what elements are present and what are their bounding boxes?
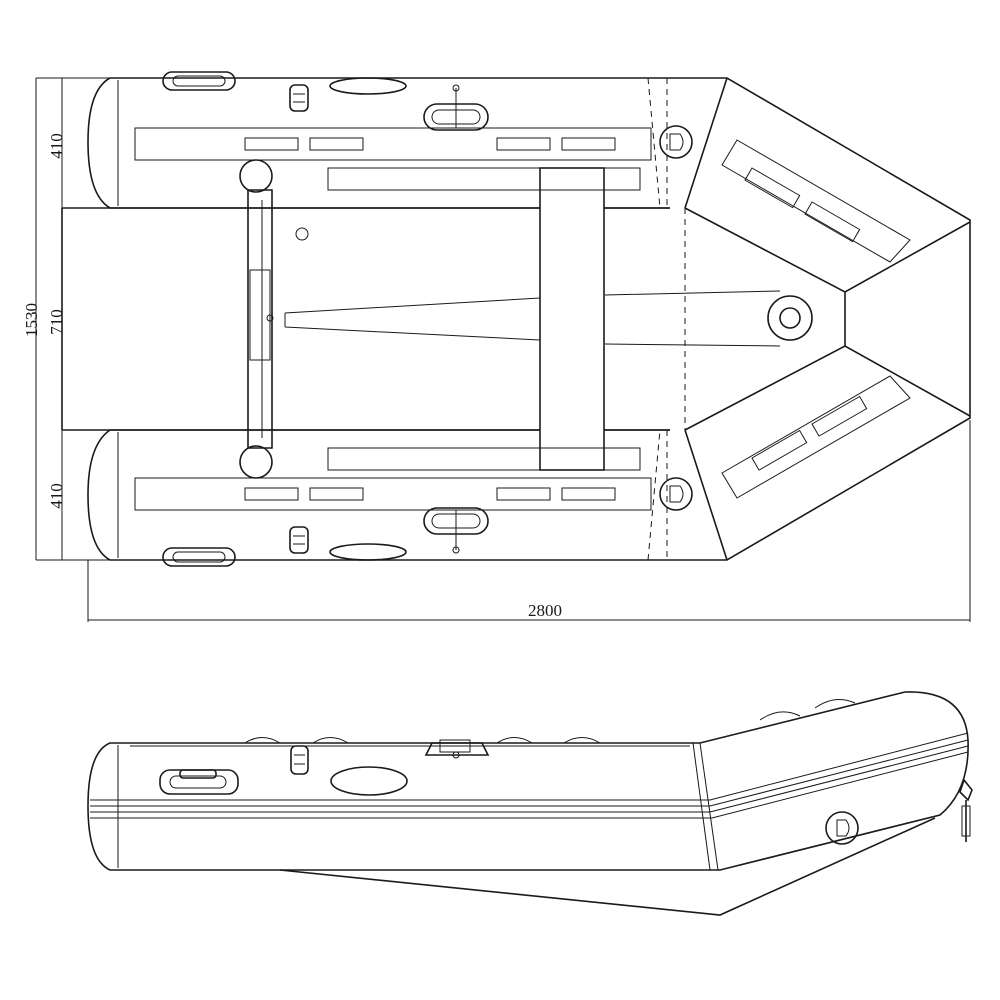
d-ring-lower	[659, 477, 693, 511]
side-oarlock	[424, 742, 490, 756]
dimensions: 410 710 1530 410 2800	[22, 77, 971, 622]
upper-tube-stern-cap	[87, 77, 111, 209]
lower-tube-stern-cap	[87, 429, 111, 561]
bow-inner-deck	[684, 207, 971, 431]
top-view	[61, 71, 971, 567]
hull-outline-top	[110, 77, 971, 561]
rub-strake-upper	[134, 127, 652, 161]
bow-ring	[767, 295, 813, 341]
handle-lower	[162, 547, 236, 567]
bow-pad-lower	[721, 375, 911, 499]
dim-tube-top: 410	[47, 133, 66, 159]
dim-overall-width: 1530	[22, 303, 41, 337]
dim-overall-length: 2800	[528, 601, 562, 620]
rub-strake-lower	[134, 477, 652, 511]
handle-upper	[162, 71, 236, 91]
side-view	[87, 691, 973, 916]
d-ring-upper	[659, 125, 693, 159]
bow-pad-upper	[721, 139, 911, 263]
dim-floor: 710	[47, 309, 66, 335]
dim-tube-bottom: 410	[47, 483, 66, 509]
side-bow-ring	[959, 778, 973, 802]
transom-rail	[247, 189, 273, 449]
side-tube	[87, 691, 969, 871]
seat-bench	[539, 167, 605, 471]
keel	[284, 290, 781, 347]
side-hull-bottom	[279, 817, 936, 916]
side-d-ring	[825, 811, 859, 845]
